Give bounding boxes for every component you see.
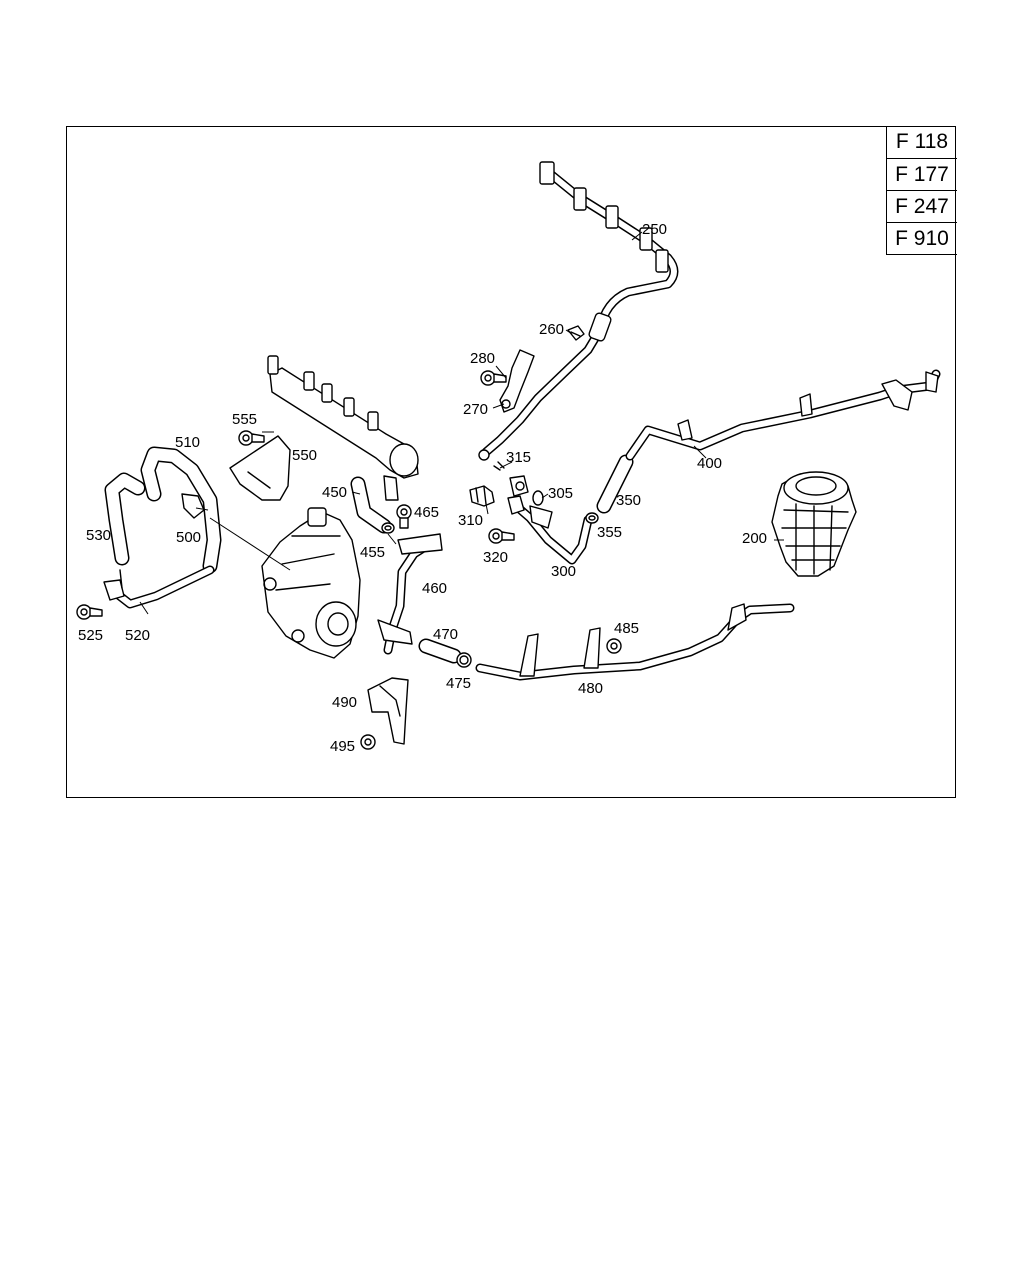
label-320: 320 <box>483 549 508 566</box>
label-550: 550 <box>292 447 317 464</box>
label-250: 250 <box>642 221 667 238</box>
label-465: 465 <box>414 504 439 521</box>
part-550-bracket <box>229 435 291 501</box>
label-495: 495 <box>330 738 355 755</box>
part-460-fuel-line <box>377 533 443 655</box>
part-485-bolt <box>606 638 622 654</box>
label-305: 305 <box>548 485 573 502</box>
reference-code: F 118 <box>895 130 949 153</box>
reference-code: F 910 <box>887 222 957 254</box>
label-310: 310 <box>458 512 483 529</box>
label-260: 260 <box>539 321 564 338</box>
part-305-seal-ring <box>532 490 544 506</box>
label-520: 520 <box>125 627 150 644</box>
part-450-hose <box>350 476 392 534</box>
part-labels: 250 260 280 270 315 305 350 310 355 320 … <box>78 221 767 755</box>
label-530: 530 <box>86 527 111 544</box>
part-455-clamp <box>381 522 395 534</box>
label-400: 400 <box>697 455 722 472</box>
label-200: 200 <box>742 530 767 547</box>
part-530-hose <box>104 472 146 566</box>
part-510-hose <box>140 446 222 574</box>
part-280-bolt <box>480 370 507 386</box>
part-470-hose <box>418 638 462 664</box>
part-high-pressure-pump <box>261 507 361 659</box>
label-450: 450 <box>322 484 347 501</box>
leader-lines <box>139 231 784 615</box>
label-510: 510 <box>175 434 200 451</box>
part-250-injector-line <box>478 161 679 461</box>
label-270: 270 <box>463 401 488 418</box>
part-260-clip <box>567 325 585 341</box>
part-525-bolt <box>76 604 103 620</box>
part-300-return-line <box>507 495 593 565</box>
label-455: 455 <box>360 544 385 561</box>
part-400-fuel-line <box>625 369 941 461</box>
diagram-frame <box>66 126 956 798</box>
part-310-sensor <box>469 485 495 507</box>
part-350-hose <box>596 454 634 514</box>
part-520-fuel-line <box>103 565 215 609</box>
label-490: 490 <box>332 694 357 711</box>
label-475: 475 <box>446 675 471 692</box>
part-495-bolt <box>360 734 376 750</box>
label-485: 485 <box>614 620 639 637</box>
part-555-bolt <box>238 430 265 446</box>
label-300: 300 <box>551 563 576 580</box>
label-470: 470 <box>433 626 458 643</box>
reference-code-table: F 118 F 177 F 247 F 910 <box>886 126 957 255</box>
label-525: 525 <box>78 627 103 644</box>
label-555: 555 <box>232 411 257 428</box>
label-500: 500 <box>176 529 201 546</box>
part-500-fitting <box>181 493 205 519</box>
part-315-connector <box>493 461 529 497</box>
label-350: 350 <box>616 492 641 509</box>
part-200-fuel-pump <box>771 471 857 577</box>
label-280: 280 <box>470 350 495 367</box>
label-480: 480 <box>578 680 603 697</box>
part-320-bolt <box>488 528 515 544</box>
reference-code: F 177 <box>887 158 957 190</box>
part-355-clamp <box>585 512 599 524</box>
reference-code: F 247 <box>887 190 957 222</box>
part-490-heat-shield <box>367 677 409 745</box>
part-480-fuel-line <box>475 603 795 681</box>
label-460: 460 <box>422 580 447 597</box>
part-270-bracket <box>499 349 535 413</box>
label-355: 355 <box>597 524 622 541</box>
part-high-pressure-rail <box>267 355 419 501</box>
part-465-bolt <box>396 504 412 529</box>
part-475-clamp <box>456 652 472 668</box>
label-315: 315 <box>506 449 531 466</box>
